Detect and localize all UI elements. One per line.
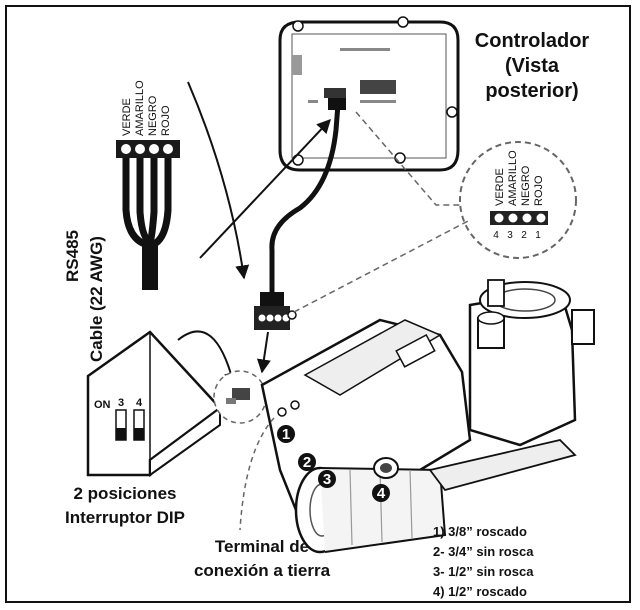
ground-terminal-leader [239, 417, 275, 531]
dip-location-callout [213, 370, 267, 424]
dip-caption-line2: Interruptor DIP [65, 508, 185, 527]
dip-pos4-label: 4 [136, 397, 143, 409]
svg-text:VERDE: VERDE [494, 168, 506, 206]
cable-wire-labels: VERDE AMARILLO NEGRO ROJO [121, 80, 172, 136]
ground-caption-line2: conexión a tierra [194, 561, 331, 580]
port-list-item-3: 3- 1/2” sin rosca [433, 564, 534, 579]
dip-switch-arrow [177, 330, 238, 387]
svg-text:NEGRO: NEGRO [520, 165, 532, 206]
terminal-wire-labels: VERDE AMARILLO NEGRO ROJO [494, 150, 545, 206]
svg-text:2: 2 [303, 454, 311, 471]
terminal-number-3: 3 [507, 230, 513, 241]
rs485-cable-end [116, 140, 180, 290]
cable-to-controller-arrow [199, 118, 331, 259]
dip-caption-line1: 2 posiciones [74, 484, 177, 503]
cable-to-connector-arrow [187, 81, 250, 280]
port-list-item-4: 4) 1/2” roscado [433, 584, 527, 599]
svg-text:3: 3 [323, 471, 331, 488]
controller-label-line1: Controlador [475, 30, 590, 52]
port-marker-1: 1 [277, 425, 295, 443]
connector-callout-line [293, 219, 471, 313]
controller-plug [328, 98, 346, 110]
port-marker-4: 4 [372, 484, 390, 502]
svg-text:AMARILLO: AMARILLO [507, 150, 519, 206]
port-list-item-1: 1) 3/8” roscado [433, 524, 527, 539]
controller-label-line2: (Vista [505, 55, 560, 77]
svg-text:NEGRO: NEGRO [147, 95, 159, 136]
pump-connector [254, 292, 297, 330]
pump-illustration [260, 279, 595, 554]
dip-on-label: ON [94, 399, 111, 411]
cable-label: RS485 Cable (22 AWG) [63, 230, 106, 362]
controller-rear-panel [278, 16, 460, 172]
svg-text:VERDE: VERDE [121, 98, 133, 136]
svg-text:1: 1 [282, 426, 290, 443]
terminal-number-1: 1 [535, 230, 541, 241]
dip-pos3-label: 3 [118, 397, 124, 409]
ground-caption-line1: Terminal de [215, 537, 309, 556]
svg-text:ROJO: ROJO [533, 175, 545, 206]
controller-cable [269, 103, 341, 292]
svg-text:ROJO: ROJO [160, 105, 172, 136]
dip-switch-module [86, 330, 222, 477]
svg-text:AMARILLO: AMARILLO [134, 80, 146, 136]
controller-terminal-callout [355, 111, 577, 259]
controller-label-line3: posterior) [485, 80, 578, 102]
svg-text:Cable (22 AWG): Cable (22 AWG) [87, 236, 106, 362]
terminal-number-2: 2 [521, 230, 527, 241]
terminal-number-4: 4 [493, 230, 499, 241]
connector-to-pump-arrow [256, 331, 271, 374]
port-marker-3: 3 [318, 470, 336, 488]
port-marker-2: 2 [298, 453, 316, 471]
svg-text:RS485: RS485 [63, 230, 82, 282]
svg-text:4: 4 [377, 485, 386, 502]
port-list-item-2: 2- 3/4” sin rosca [433, 544, 534, 559]
